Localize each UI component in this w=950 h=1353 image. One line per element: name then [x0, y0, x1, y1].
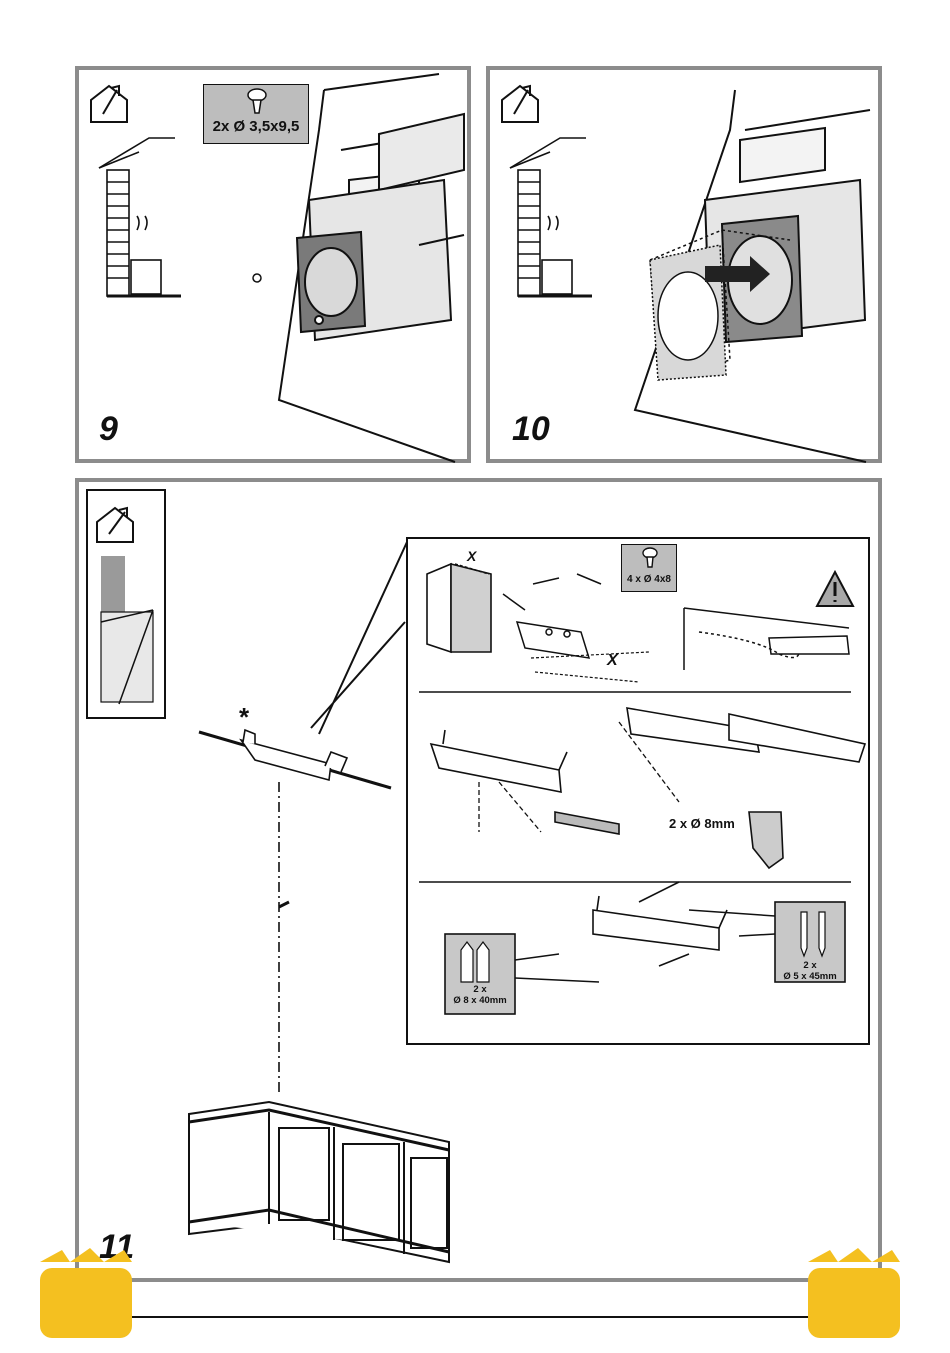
- step-11-panel: * X X 4 x Ø 4x8 2 x Ø 8mm 2 x Ø 8 x 40mm…: [75, 478, 882, 1282]
- step-number: 10: [512, 410, 550, 449]
- screw-icon: [248, 89, 266, 113]
- screw-icon: [643, 548, 657, 567]
- step-number: 11: [99, 1228, 134, 1267]
- top-screw-spec-text: 4 x Ø 4x8: [622, 574, 676, 585]
- wall-screw-qty-text: 2 x: [769, 960, 851, 971]
- house-exhaust-icon: [502, 86, 538, 122]
- step-9-panel: 2x Ø 3,5x9,5 9: [75, 66, 471, 463]
- footer-rule: [130, 1316, 820, 1318]
- plug-qty-text: 2 x: [445, 984, 515, 995]
- dimension-x-top: X: [467, 548, 476, 564]
- asterisk-marker: *: [239, 702, 249, 733]
- step-11-illustration: [79, 482, 886, 1286]
- wall-screw-spec-text: Ø 5 x 45mm: [769, 971, 851, 982]
- house-exhaust-icon: [91, 86, 127, 122]
- drill-spec-text: 2 x Ø 8mm: [669, 816, 735, 831]
- wall-screw-label: 2 x Ø 5 x 45mm: [769, 960, 851, 982]
- plug-label: 2 x Ø 8 x 40mm: [445, 984, 515, 1006]
- screw-label-box: 2x Ø 3,5x9,5: [203, 84, 309, 144]
- top-screw-label-box: 4 x Ø 4x8: [621, 544, 677, 592]
- dimension-x-bottom: X: [607, 652, 618, 670]
- plug-spec-text: Ø 8 x 40mm: [445, 995, 515, 1006]
- screw-spec-text: 2x Ø 3,5x9,5: [204, 118, 308, 135]
- step-number: 9: [99, 410, 118, 449]
- step-10-panel: 10: [486, 66, 882, 463]
- step-10-illustration: [490, 70, 886, 467]
